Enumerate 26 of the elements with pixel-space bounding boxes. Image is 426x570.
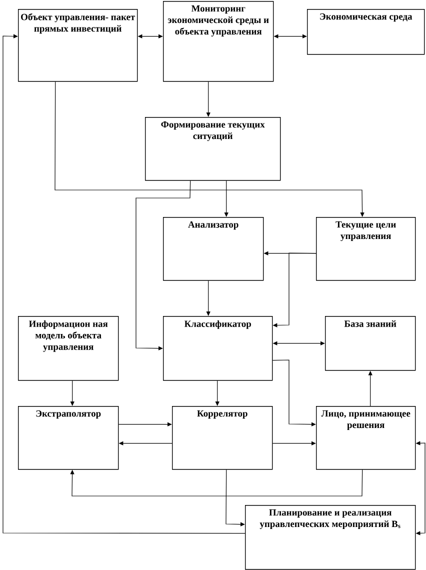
arrow [118, 422, 172, 426]
process-box: Лицо, принимающее решения [316, 406, 416, 470]
arrow [206, 81, 210, 117]
arrow [215, 380, 220, 406]
process-box: Планирование и реализация управлепческих мероприятий В$_{s}$ [245, 505, 416, 570]
process-box: Объект управления- пакет прямых инвестиций [18, 9, 138, 82]
arrow [2, 34, 246, 534]
process-box: Мониторинг экономической среды и объекта управления [163, 1, 274, 82]
arrow [136, 180, 191, 350]
process-box: Анализатор [163, 217, 264, 281]
arrow [54, 81, 364, 217]
arrow [226, 469, 245, 526]
arrow [70, 380, 74, 406]
arrow [70, 469, 363, 496]
process-box: Текущие цели управления [316, 217, 416, 281]
arrow [272, 441, 316, 446]
process-box: Экономическая среда [307, 9, 425, 55]
process-box: Формирование текущих ситуаций [145, 117, 281, 181]
process-box: Классификатор [163, 316, 273, 381]
arrow [206, 280, 210, 316]
arrow [224, 180, 228, 217]
process-box: Коррелятор [172, 406, 273, 470]
process-box: Информацион ная модель объекта управления [18, 316, 119, 381]
process-box: База знаний [325, 316, 416, 371]
arrow [272, 360, 316, 426]
process-box: Экстраполятор [18, 406, 119, 470]
